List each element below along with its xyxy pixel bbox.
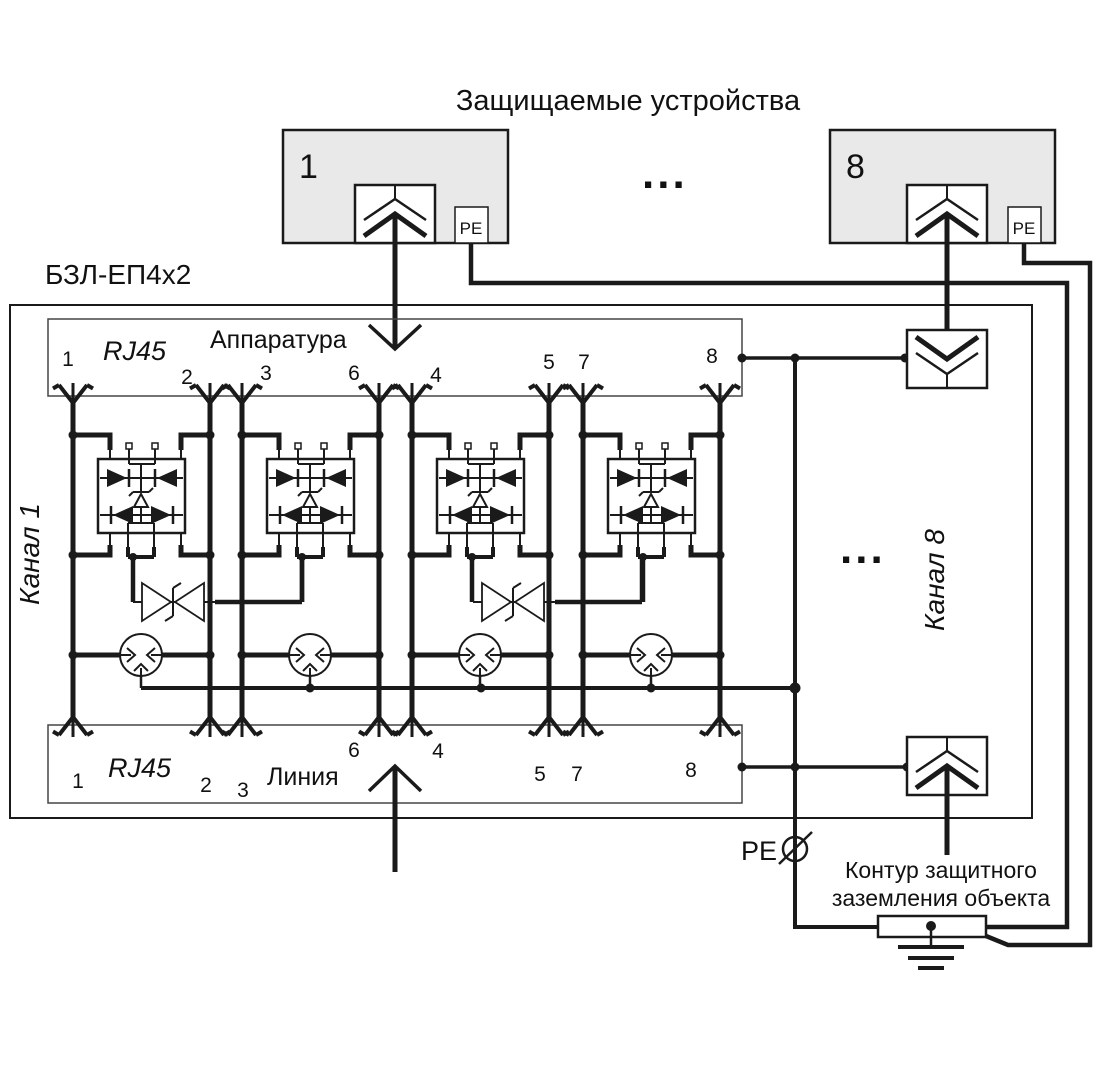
- pin-label-top-6: 6: [348, 362, 360, 385]
- pe-wire-device-8: [985, 243, 1093, 948]
- device-8-number: 8: [846, 148, 865, 186]
- pin-label-bottom-6: 6: [348, 739, 360, 762]
- arrow-down-icon: [367, 323, 423, 352]
- pe-line: [793, 358, 878, 929]
- rj45-top-section: Аппаратура: [210, 326, 347, 354]
- pin-label-top-5: 5: [543, 351, 555, 374]
- pe-terminal-icon: [781, 835, 809, 863]
- rj45-bottom-name: RJ45: [108, 753, 172, 783]
- channel-1-label: Канал 1: [14, 503, 45, 605]
- pin-label-top-4: 4: [430, 364, 442, 387]
- devices-ellipsis: ...: [642, 149, 688, 198]
- diagram-title: Защищаемые устройства: [456, 85, 801, 117]
- pin-label-top-1: 1: [62, 348, 74, 371]
- pe-ground-label: PE: [741, 836, 777, 866]
- pin-label-bottom-2: 2: [200, 774, 212, 797]
- pin-label-top-3: 3: [260, 362, 272, 385]
- rj45-top-name: RJ45: [103, 336, 167, 366]
- channel-8-label: Канал 8: [919, 529, 950, 631]
- pin-label-top-8: 8: [706, 345, 718, 368]
- rj45-bottom-labels: RJ45 Линия 1 2 3 6 4 5 7 8: [72, 739, 697, 802]
- ground-caption-line2: заземления объекта: [832, 885, 1051, 911]
- tvs-diode-link-1: [133, 557, 302, 621]
- device-1-number: 1: [299, 148, 318, 186]
- pin-label-top-2: 2: [181, 366, 193, 389]
- ground-caption-line1: Контур защитного: [845, 857, 1037, 883]
- ground-bar: [876, 914, 988, 970]
- pin-label-bottom-3: 3: [237, 779, 249, 802]
- pin-label-bottom-5: 5: [534, 763, 546, 786]
- rj45-bottom-section: Линия: [267, 763, 339, 791]
- tvs-diode-link-2: [473, 557, 642, 621]
- pin-label-bottom-7: 7: [571, 763, 583, 786]
- device-8-pe-terminal: [1007, 206, 1042, 244]
- device-1-pe-label: PE: [460, 219, 483, 238]
- arrow-up-icon: [367, 763, 423, 793]
- protection-cell-1: [53, 383, 230, 737]
- pin-label-bottom-1: 1: [72, 770, 84, 793]
- earth-ground-icon: [898, 945, 964, 970]
- pin-label-bottom-8: 8: [685, 759, 697, 782]
- pin-label-bottom-4: 4: [432, 740, 444, 763]
- pin-label-top-7: 7: [578, 351, 590, 374]
- module-box: [9, 304, 1033, 819]
- device-8-pe-label: PE: [1013, 219, 1036, 238]
- channels-ellipsis: ...: [840, 524, 886, 573]
- module-label: БЗЛ-ЕП4х2: [45, 259, 191, 290]
- protected-device-8: 8 PE: [828, 128, 1057, 244]
- rj45-top-labels: RJ45 Аппаратура 1 2 3 6 4 5 7 8: [62, 326, 718, 389]
- pe-terminal-slash: [778, 831, 813, 865]
- module-top-connector-plug-icon: [907, 330, 987, 388]
- pe-wire-device-1: [468, 243, 1070, 930]
- pe-ground-terminal: PE: [741, 831, 813, 866]
